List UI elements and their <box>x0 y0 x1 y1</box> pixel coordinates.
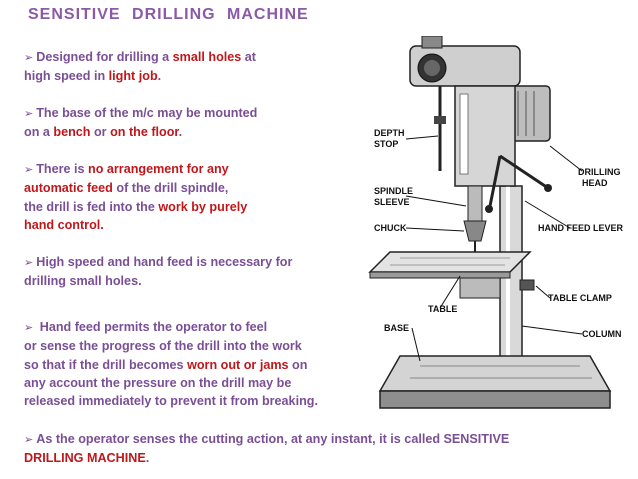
paragraph-line: automatic feed of the drill spindle, <box>24 179 247 197</box>
paragraph-line: drilling small holes. <box>24 272 292 290</box>
arrowhead-bullet-icon: ➢ <box>24 257 34 269</box>
body-text: or sense the progress of the drill into … <box>24 339 302 354</box>
chuck-shape <box>463 220 487 242</box>
highlighted-text: bench <box>53 125 91 140</box>
label-table-clamp: TABLE CLAMP <box>548 293 612 303</box>
label-drilling-head-1: DRILLING <box>578 167 621 177</box>
paragraph-line: hand control. <box>24 216 247 234</box>
arrowhead-bullet-icon: ➢ <box>24 434 34 446</box>
label-depth-stop-1: DEPTH <box>374 128 405 138</box>
paragraph-line: the drill is fed into the work by purely <box>24 198 247 216</box>
body-text: on a <box>24 125 54 140</box>
highlighted-text: hand control. <box>24 217 104 232</box>
label-table: TABLE <box>428 304 457 314</box>
paragraph-line: DRILLING MACHINE. <box>24 449 509 467</box>
paragraph-line: ➢ Hand feed permits the operator to feel <box>24 318 318 337</box>
paragraph-line: ➢There is no arrangement for any <box>24 160 247 179</box>
arrowhead-bullet-icon: ➢ <box>24 322 34 334</box>
highlighted-text: work by purely <box>158 199 248 214</box>
body-text: of the drill spindle, <box>112 181 229 196</box>
highlighted-text: on the floor <box>110 125 179 140</box>
body-text: High speed and hand feed is necessary fo… <box>36 255 293 269</box>
paragraph-line: released immediately to prevent it from … <box>24 392 318 410</box>
label-spindle-sleeve-1: SPINDLE <box>374 186 413 196</box>
label-column: COLUMN <box>582 329 622 339</box>
highlighted-text: automatic feed <box>24 181 113 196</box>
body-text: the drill is fed into the <box>24 199 159 214</box>
arrowhead-bullet-icon: ➢ <box>24 108 34 120</box>
body-text: As the operator senses the cutting actio… <box>36 432 510 446</box>
table-shape <box>368 251 532 299</box>
body-text: . <box>157 69 162 84</box>
body-text: at <box>241 50 256 64</box>
highlighted-text: worn out or jams <box>187 357 289 372</box>
body-text: Designed for drilling a <box>36 50 173 64</box>
body-text: drilling small holes. <box>24 274 142 289</box>
spindle-sleeve-shape <box>467 185 483 222</box>
label-hand-feed-lever: HAND FEED LEVER <box>538 223 624 233</box>
body-text: so that if the drill becomes <box>24 357 188 372</box>
highlighted-text: small holes <box>172 50 242 64</box>
body-text: any account the pressure on the drill ma… <box>24 375 292 390</box>
base-shape <box>378 355 612 409</box>
body-text: There is <box>36 162 89 176</box>
highlighted-text: light job <box>108 69 158 84</box>
table-clamp-shape <box>519 279 535 291</box>
label-drilling-head-2: HEAD <box>582 178 608 188</box>
label-depth-stop-2: STOP <box>374 139 398 149</box>
body-text: The base of the m/c may be mounted <box>36 106 258 120</box>
label-spindle-sleeve-2: SLEEVE <box>374 197 410 207</box>
bullet-paragraph: ➢High speed and hand feed is necessary f… <box>24 253 292 291</box>
paragraph-line: high speed in light job. <box>24 67 256 85</box>
label-chuck: CHUCK <box>374 223 407 233</box>
body-text: Hand feed permits the operator to feel <box>36 320 268 334</box>
body-text: . <box>178 125 183 140</box>
hand-feed-lever-shape <box>485 154 552 213</box>
paragraph-line: ➢Designed for drilling a small holes at <box>24 48 256 67</box>
body-text: released immediately to prevent it from … <box>24 394 318 409</box>
paragraph-line: on a bench or on the floor. <box>24 123 257 141</box>
body-text: on <box>288 357 308 372</box>
highlighted-text: DRILLING MACHINE <box>24 451 146 466</box>
paragraph-line: ➢The base of the m/c may be mounted <box>24 104 257 123</box>
highlighted-text: no arrangement for any <box>88 162 229 176</box>
motor-shape <box>509 85 551 142</box>
label-base: BASE <box>384 323 409 333</box>
drilling-machine-diagram: DEPTH STOP SPINDLE SLEEVE CHUCK DRILLING… <box>360 36 638 414</box>
paragraph-line: so that if the drill becomes worn out or… <box>24 356 318 374</box>
paragraph-line: ➢As the operator senses the cutting acti… <box>24 430 509 449</box>
paragraph-line: ➢High speed and hand feed is necessary f… <box>24 253 292 272</box>
body-text: or <box>90 125 111 140</box>
page-title: SENSITIVE DRILLING MACHINE <box>28 6 309 23</box>
arrowhead-bullet-icon: ➢ <box>24 164 34 176</box>
arrowhead-bullet-icon: ➢ <box>24 52 34 64</box>
bullet-paragraph: ➢As the operator senses the cutting acti… <box>24 430 509 468</box>
bullet-paragraph: ➢ Hand feed permits the operator to feel… <box>24 318 318 410</box>
body-text: high speed in <box>24 69 109 84</box>
paragraph-line: or sense the progress of the drill into … <box>24 337 318 355</box>
body-text: . <box>145 451 150 466</box>
machine-illustration: DEPTH STOP SPINDLE SLEEVE CHUCK DRILLING… <box>368 36 624 409</box>
paragraph-line: any account the pressure on the drill ma… <box>24 374 318 392</box>
